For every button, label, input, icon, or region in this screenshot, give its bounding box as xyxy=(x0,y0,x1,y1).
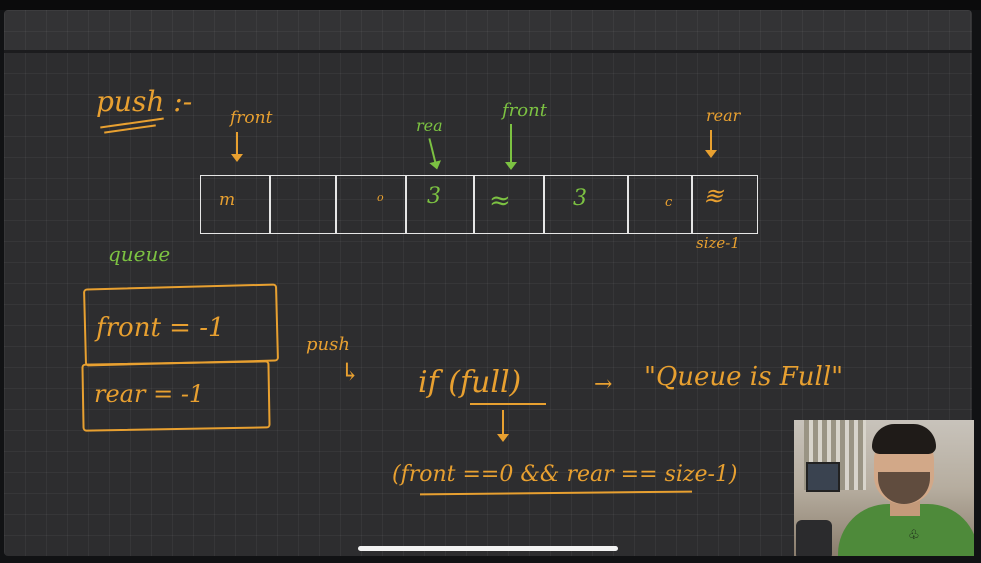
front-pointer-arrow-left xyxy=(231,132,243,162)
queue-array: m o 3 ≈ 3 c ≋ xyxy=(200,175,758,234)
queue-label: queue xyxy=(108,242,171,266)
cell-value: c xyxy=(665,195,673,210)
array-cell: m xyxy=(201,176,271,233)
webcam-video: ♧ xyxy=(794,420,974,556)
shirt-logo-icon: ♧ xyxy=(908,528,920,543)
array-cell: ≈ xyxy=(475,176,545,233)
array-cell: ≋ xyxy=(693,176,755,233)
front-pointer-arrow-mid xyxy=(505,124,517,170)
rear-pointer-arrow-mid xyxy=(428,138,438,168)
push-logic-arrow: ↳ xyxy=(340,358,361,386)
result-arrow: → xyxy=(594,372,613,397)
array-cell xyxy=(271,176,337,233)
front-pointer-label-left: front xyxy=(230,108,273,128)
rear-init-text: rear = -1 xyxy=(94,380,205,408)
cell-value: o xyxy=(377,191,384,204)
array-cell: 3 xyxy=(545,176,629,233)
whiteboard-canvas[interactable]: push :- front rea front rear m o 3 ≈ 3 c xyxy=(4,10,972,556)
cell-value: 3 xyxy=(573,186,587,211)
board-header xyxy=(4,10,972,53)
result-text: "Queue is Full" xyxy=(644,362,844,392)
cell-value: 3 xyxy=(427,184,441,209)
condition-text: if (full) xyxy=(418,365,522,400)
cell-value: m xyxy=(219,190,236,210)
front-pointer-label-mid: front xyxy=(502,100,547,121)
front-init-text: front = -1 xyxy=(96,313,225,343)
cell-value: ≈ xyxy=(489,186,511,216)
monitor xyxy=(806,462,840,492)
rear-pointer-arrow-right xyxy=(705,130,717,158)
push-logic-label: push xyxy=(306,334,350,355)
cell-value: ≋ xyxy=(703,182,724,210)
condition-detail-underline xyxy=(419,490,693,496)
condition-underline xyxy=(470,403,546,405)
rear-pointer-label-right: rear xyxy=(706,106,741,125)
size-label: size-1 xyxy=(696,234,740,252)
array-cell: o xyxy=(337,176,407,233)
push-title: push :- xyxy=(96,85,193,118)
condition-detail: (front ==0 && rear == size-1) xyxy=(392,462,738,487)
array-cell: c xyxy=(629,176,693,233)
presenter-hair xyxy=(872,424,936,454)
array-cell: 3 xyxy=(407,176,475,233)
home-indicator[interactable] xyxy=(358,546,618,551)
top-bar xyxy=(0,0,981,10)
rear-pointer-label-mid: rea xyxy=(416,116,443,135)
condition-down-arrow xyxy=(497,410,509,442)
chair xyxy=(796,520,832,556)
